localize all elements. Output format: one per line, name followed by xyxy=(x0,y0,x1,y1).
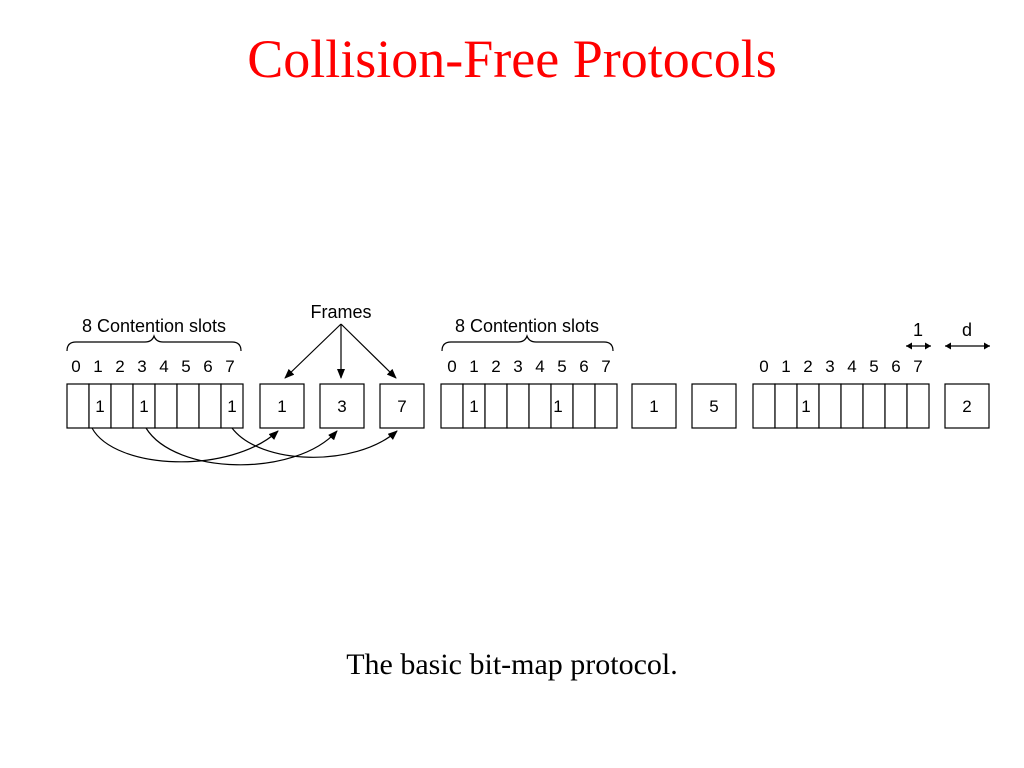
contention-slots: 1 1 xyxy=(440,383,618,429)
contention-slot xyxy=(572,383,596,429)
frames-arrows xyxy=(284,323,397,379)
frame-box xyxy=(319,383,365,429)
brace xyxy=(66,334,242,352)
slot-number: 0 xyxy=(759,357,768,376)
slot-bit: 1 xyxy=(801,397,810,416)
contention-slots: 1 1 1 xyxy=(66,383,244,429)
contention-slots-label: 8 Contention slots xyxy=(455,316,599,336)
slot-number: 5 xyxy=(181,357,190,376)
contention-slot xyxy=(154,383,178,429)
slide-title: Collision-Free Protocols xyxy=(247,29,777,89)
contention-slot xyxy=(774,383,798,429)
slot-numbers: 0 1 2 3 4 5 6 7 xyxy=(759,357,922,376)
frame-box xyxy=(259,383,305,429)
frame-label: 2 xyxy=(962,397,971,416)
slot-bit: 1 xyxy=(553,397,562,416)
slot-number: 2 xyxy=(803,357,812,376)
contention-group-2: 8 Contention slots 0 1 2 3 4 5 6 7 1 1 1 xyxy=(440,316,737,429)
contention-slot xyxy=(440,383,464,429)
bit-width-marker: 1 xyxy=(906,320,931,350)
contention-group-3: 0 1 2 3 4 5 6 7 1 2 xyxy=(752,357,990,429)
slot-bit: 1 xyxy=(139,397,148,416)
contention-slot xyxy=(752,383,776,429)
brace xyxy=(441,334,614,352)
slot-number: 4 xyxy=(535,357,544,376)
slot-number: 6 xyxy=(203,357,212,376)
contention-slot xyxy=(884,383,908,429)
frames: 1 5 xyxy=(631,383,737,429)
slot-number: 3 xyxy=(825,357,834,376)
slot-numbers: 0 1 2 3 4 5 6 7 xyxy=(447,357,610,376)
frame-label: 1 xyxy=(649,397,658,416)
contention-group-1: 8 Contention slots 0 1 2 3 4 5 6 7 1 1 1 xyxy=(66,316,425,466)
contention-slot xyxy=(818,383,842,429)
contention-slot xyxy=(176,383,200,429)
frames: 1 3 7 xyxy=(259,383,425,429)
frame-label: 3 xyxy=(337,397,346,416)
slot-number: 2 xyxy=(115,357,124,376)
slot-number: 6 xyxy=(579,357,588,376)
frame-label: 7 xyxy=(397,397,406,416)
slot-number: 3 xyxy=(513,357,522,376)
slot-number: 0 xyxy=(447,357,456,376)
contention-slot xyxy=(906,383,930,429)
slot-number: 4 xyxy=(847,357,856,376)
slot-numbers: 0 1 2 3 4 5 6 7 xyxy=(71,357,234,376)
slot-number: 2 xyxy=(491,357,500,376)
frame-box xyxy=(691,383,737,429)
slot-number: 1 xyxy=(781,357,790,376)
slot-number: 1 xyxy=(469,357,478,376)
frame-box xyxy=(379,383,425,429)
contention-slot xyxy=(110,383,134,429)
contention-slots-label: 8 Contention slots xyxy=(82,316,226,336)
slot-number: 1 xyxy=(93,357,102,376)
contention-slots: 1 xyxy=(752,383,930,429)
slot-number: 6 xyxy=(891,357,900,376)
frames-label: Frames xyxy=(310,302,371,322)
slot-number: 7 xyxy=(913,357,922,376)
contention-slot xyxy=(528,383,552,429)
slot-number: 4 xyxy=(159,357,168,376)
frame-label: 5 xyxy=(709,397,718,416)
bit-width-label: 1 xyxy=(913,320,923,340)
slot-bit: 1 xyxy=(469,397,478,416)
contention-slot xyxy=(594,383,618,429)
slot-number: 3 xyxy=(137,357,146,376)
slot-number: 5 xyxy=(557,357,566,376)
slot-number: 0 xyxy=(71,357,80,376)
slot-bit: 1 xyxy=(227,397,236,416)
frame-width-marker: d xyxy=(945,320,990,350)
slot-bit: 1 xyxy=(95,397,104,416)
figure-caption: The basic bit-map protocol. xyxy=(346,648,678,681)
frame-width-label: d xyxy=(962,320,972,340)
contention-slot xyxy=(66,383,90,429)
contention-slot xyxy=(198,383,222,429)
frame-box xyxy=(944,383,990,429)
frame-box xyxy=(631,383,677,429)
contention-slot xyxy=(484,383,508,429)
contention-slot xyxy=(506,383,530,429)
slot-number: 5 xyxy=(869,357,878,376)
slot-number: 7 xyxy=(225,357,234,376)
contention-slot xyxy=(862,383,886,429)
frame-label: 1 xyxy=(277,397,286,416)
contention-slot xyxy=(840,383,864,429)
slot-to-frame-arrows xyxy=(91,427,398,466)
slot-number: 7 xyxy=(601,357,610,376)
frames: 2 xyxy=(944,383,990,429)
